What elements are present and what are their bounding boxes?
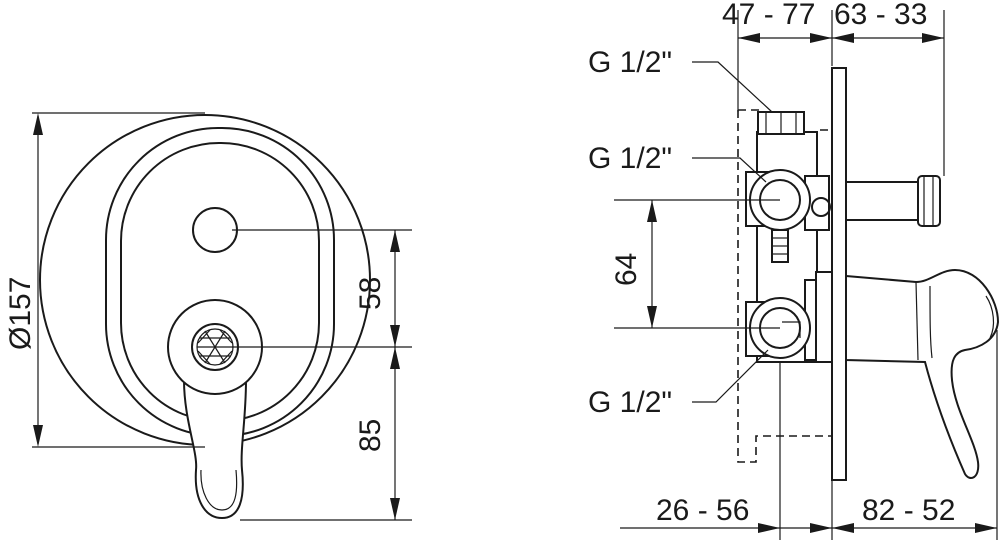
diverter-knob-side	[917, 175, 941, 227]
diameter-label: Ø157	[4, 277, 37, 350]
installation-box-outline	[737, 109, 832, 463]
wall-plate	[831, 67, 847, 481]
thread-label-top: G 1/2"	[588, 46, 672, 79]
diverter-knob	[192, 207, 238, 253]
top-dim-label-right: 63 - 33	[834, 0, 927, 31]
thread-label-middle: G 1/2"	[588, 142, 672, 175]
lever-side-body	[845, 268, 1000, 479]
diverter-stem	[845, 181, 921, 221]
front-view: Ø157 58 85	[4, 112, 412, 521]
bottom-dim-label-left: 26 - 56	[656, 494, 749, 527]
dim-label-58: 58	[354, 277, 387, 310]
top-dim-label-left: 47 - 77	[722, 0, 815, 31]
lever-handle	[182, 379, 248, 520]
thread-label-bottom: G 1/2"	[588, 386, 672, 419]
vertical-dim-label-64: 64	[610, 253, 643, 286]
dim-label-85: 85	[354, 419, 387, 452]
bottom-dim-label-right: 82 - 52	[862, 494, 955, 527]
side-view: 47 - 77 63 - 33 26 - 56 82 - 52 64 G 1/2…	[588, 0, 1000, 540]
